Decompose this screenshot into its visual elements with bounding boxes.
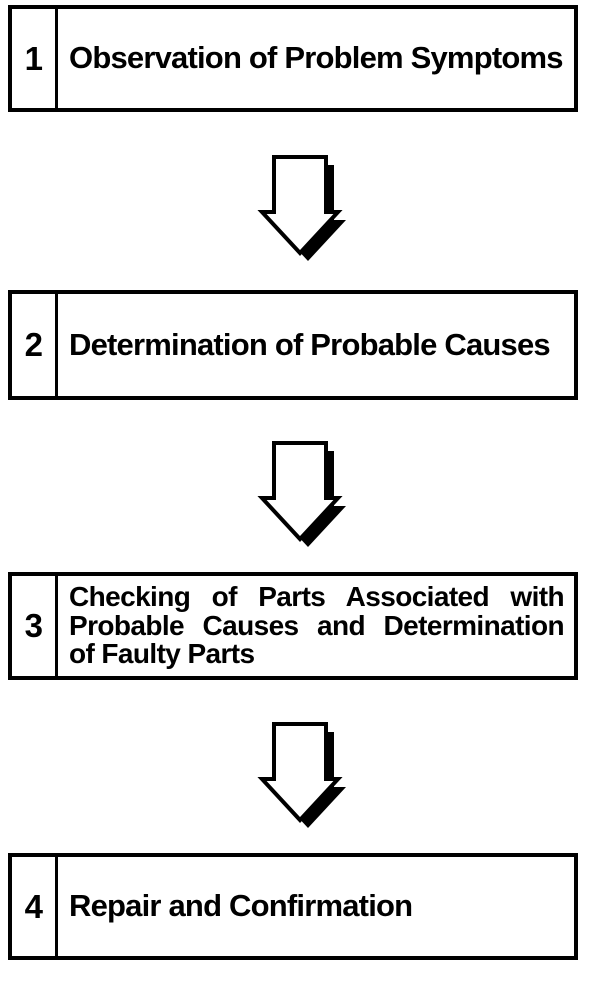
- step-label-2: Determination of Probable Causes: [69, 326, 551, 362]
- step-label-3-line-3: of Faulty Parts: [69, 638, 255, 670]
- step-label-1: Observation of Problem Symptoms: [69, 40, 564, 76]
- down-arrow-icon: [257, 722, 346, 828]
- step-box-1: 1 Observation of Problem Symptoms: [8, 5, 578, 112]
- step-box-3: 3 Checking of Parts Associated with Prob…: [8, 572, 578, 680]
- step-label-3-line-1: Checking of Parts Associated with: [69, 581, 565, 613]
- step-label-cell-3: Checking of Parts Associated with Probab…: [58, 576, 574, 676]
- step-box-2: 2 Determination of Probable Causes: [8, 290, 578, 400]
- down-arrow-icon: [257, 155, 346, 261]
- step-label-3-line-2: Probable Causes and Determination: [69, 609, 565, 641]
- step-number-3: 3: [12, 576, 58, 676]
- step-label-cell-2: Determination of Probable Causes: [58, 294, 574, 396]
- step-number-2: 2: [12, 294, 58, 396]
- step-label-cell-1: Observation of Problem Symptoms: [58, 9, 574, 108]
- step-label-4: Repair and Confirmation: [69, 888, 413, 924]
- step-label-cell-4: Repair and Confirmation: [58, 857, 574, 956]
- step-number-4: 4: [12, 857, 58, 956]
- step-box-4: 4 Repair and Confirmation: [8, 853, 578, 960]
- step-number-1: 1: [12, 9, 58, 108]
- down-arrow-icon: [257, 441, 346, 547]
